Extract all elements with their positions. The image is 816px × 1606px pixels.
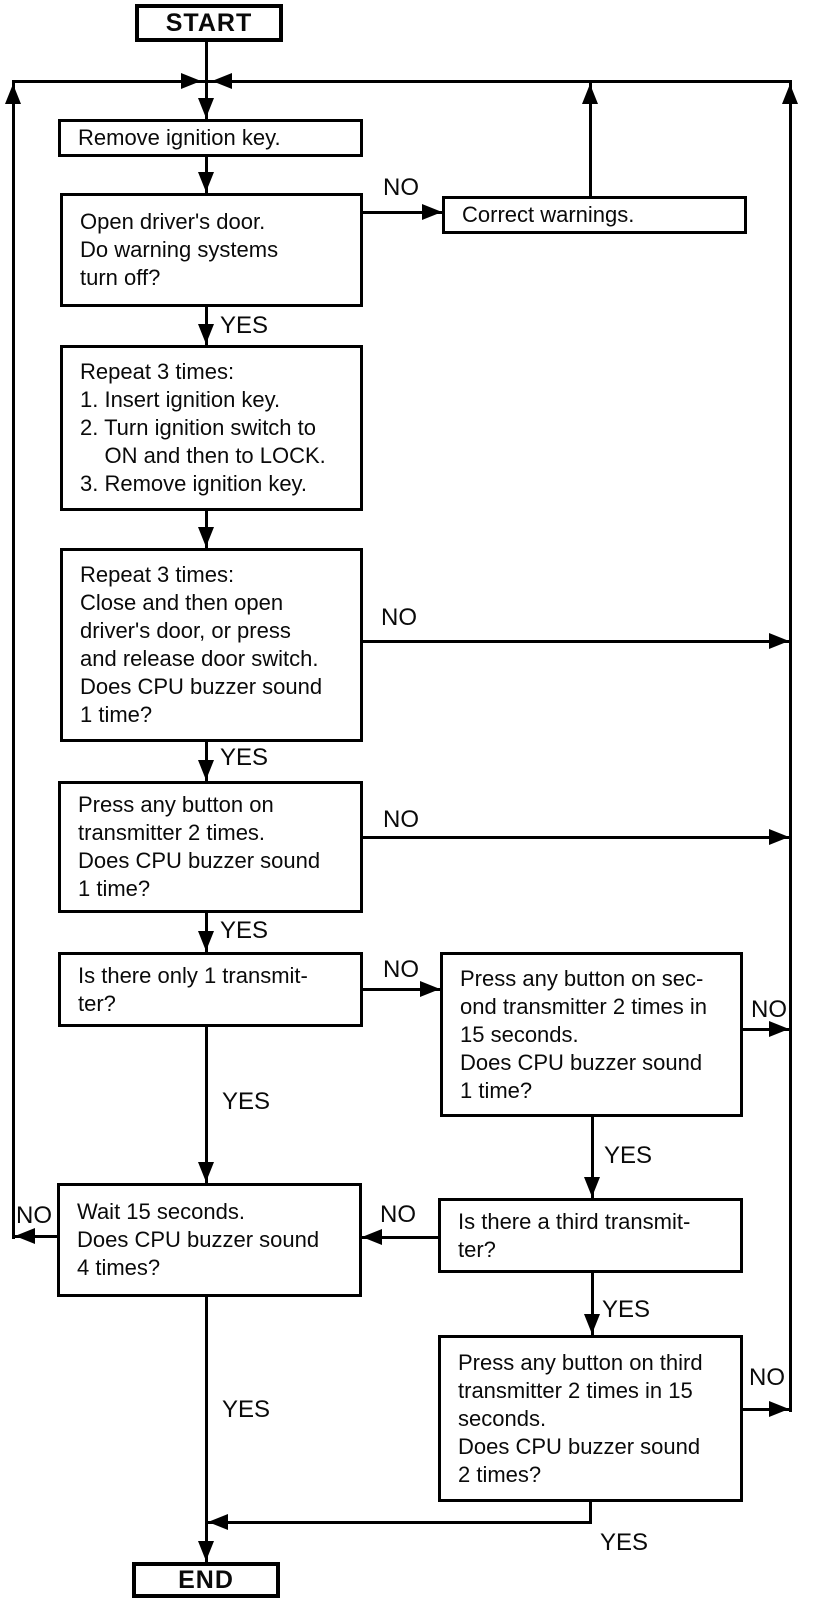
connector-top-feedback <box>13 80 792 83</box>
node-repeat-door: Repeat 3 times: Close and then open driv… <box>60 548 363 742</box>
connector-onetx-no <box>363 988 441 991</box>
node-third-transmitter-question-text: Is there a third transmit- ter? <box>458 1208 691 1262</box>
connector-open-no <box>363 211 442 214</box>
label-no-press-transmitter: NO <box>383 806 419 833</box>
connector-wait-end <box>205 1297 208 1563</box>
connector-repeatdoor-no <box>363 640 790 643</box>
arrowhead-left-feedback-up <box>5 84 21 104</box>
connector-onetx-wait <box>205 1027 208 1184</box>
arrowhead-into-end <box>198 1541 214 1561</box>
arrowhead-into-junction-left <box>181 73 201 89</box>
label-no-one-transmitter: NO <box>383 956 419 983</box>
label-no-open-door: NO <box>383 174 419 201</box>
node-repeat-ignition: Repeat 3 times: 1. Insert ignition key. … <box>60 345 363 511</box>
label-no-wait-15: NO <box>16 1202 52 1229</box>
node-second-transmitter-text: Press any button on sec- ond transmitter… <box>460 965 707 1103</box>
node-start: START <box>135 4 283 42</box>
arrowhead-into-junction-right <box>212 73 232 89</box>
label-yes-third-question: YES <box>602 1296 651 1323</box>
node-third-transmitter-text: Press any button on third transmitter 2 … <box>458 1349 703 1487</box>
connector-thirdq-no <box>362 1236 439 1239</box>
node-start-label: START <box>165 9 253 37</box>
label-yes-press-transmitter: YES <box>220 917 269 944</box>
label-yes-third-transmitter: YES <box>600 1529 649 1556</box>
arrowhead-thirdtx-no <box>769 1401 789 1417</box>
arrowhead-wait15-no-into-left-feedback <box>15 1228 35 1244</box>
arrowhead-into-wait15 <box>198 1162 214 1182</box>
arrowhead-into-correct-warnings <box>422 204 442 220</box>
connector-left-feedback <box>12 80 15 1239</box>
node-third-transmitter-question: Is there a third transmit- ter? <box>438 1198 743 1273</box>
arrowhead-warnings-up <box>582 84 598 104</box>
connector-secondtx-yes <box>591 1117 594 1199</box>
node-press-transmitter-text: Press any button on transmitter 2 times.… <box>78 792 321 901</box>
node-end: END <box>132 1562 280 1598</box>
node-second-transmitter: Press any button on sec- ond transmitter… <box>440 952 743 1117</box>
arrowhead-secondtx-no <box>769 1021 789 1037</box>
node-one-transmitter-text: Is there only 1 transmit- ter? <box>78 962 308 1016</box>
connector-thirdq-yes <box>591 1273 594 1336</box>
node-remove-key-text: Remove ignition key. <box>78 125 281 150</box>
label-yes-wait-15: YES <box>222 1396 271 1423</box>
arrowhead-into-open-door <box>198 172 214 192</box>
label-yes-repeat-door: YES <box>220 744 269 771</box>
connector-right-feedback <box>789 80 792 1412</box>
arrowhead-into-one-transmitter <box>198 931 214 951</box>
connector-thirdtx-yes-v <box>589 1502 592 1524</box>
label-yes-one-transmitter: YES <box>222 1088 271 1115</box>
connector-wait-no <box>13 1235 58 1238</box>
arrowhead-press-no <box>769 829 789 845</box>
node-press-transmitter: Press any button on transmitter 2 times.… <box>58 781 363 913</box>
node-open-door-text: Open driver's door. Do warning systems t… <box>80 209 279 290</box>
arrowhead-into-repeat-door <box>198 527 214 547</box>
arrowhead-into-thirdq <box>584 1177 600 1197</box>
label-no-repeat-door: NO <box>381 604 417 631</box>
label-yes-second-transmitter: YES <box>604 1142 653 1169</box>
arrowhead-right-feedback-up <box>782 84 798 104</box>
arrowhead-into-repeat-ignition <box>198 324 214 344</box>
node-third-transmitter: Press any button on third transmitter 2 … <box>438 1335 743 1502</box>
connector-secondtx-no <box>743 1028 790 1031</box>
arrowhead-thirdq-no-into-wait15 <box>362 1229 382 1245</box>
arrowhead-thirdtx-yes-join <box>208 1514 228 1530</box>
connector-thirdtx-no <box>743 1408 790 1411</box>
node-one-transmitter: Is there only 1 transmit- ter? <box>58 952 363 1027</box>
connector-press-no <box>363 836 790 839</box>
label-no-third-transmitter: NO <box>749 1364 785 1391</box>
node-repeat-ignition-text: Repeat 3 times: 1. Insert ignition key. … <box>80 359 326 496</box>
node-end-label: END <box>178 1566 234 1594</box>
arrowhead-into-remove-key <box>198 98 214 118</box>
label-no-second-transmitter: NO <box>751 996 787 1023</box>
label-no-third-question: NO <box>380 1201 416 1228</box>
node-repeat-door-text: Repeat 3 times: Close and then open driv… <box>80 562 323 727</box>
connector-warnings-up <box>589 81 592 196</box>
node-correct-warnings-text: Correct warnings. <box>462 202 635 227</box>
arrowhead-into-second-transmitter <box>420 981 440 997</box>
arrowhead-into-third-transmitter <box>584 1314 600 1334</box>
node-remove-key: Remove ignition key. <box>58 119 363 157</box>
arrowhead-repeatdoor-no <box>769 633 789 649</box>
node-open-door: Open driver's door. Do warning systems t… <box>60 193 363 307</box>
label-yes-open-door: YES <box>220 312 269 339</box>
node-correct-warnings: Correct warnings. <box>442 196 747 234</box>
arrowhead-into-press-transmitter <box>198 760 214 780</box>
node-wait-15: Wait 15 seconds. Does CPU buzzer sound 4… <box>57 1183 362 1297</box>
connector-thirdtx-yes-h <box>206 1521 591 1524</box>
node-wait-15-text: Wait 15 seconds. Does CPU buzzer sound 4… <box>77 1199 320 1280</box>
